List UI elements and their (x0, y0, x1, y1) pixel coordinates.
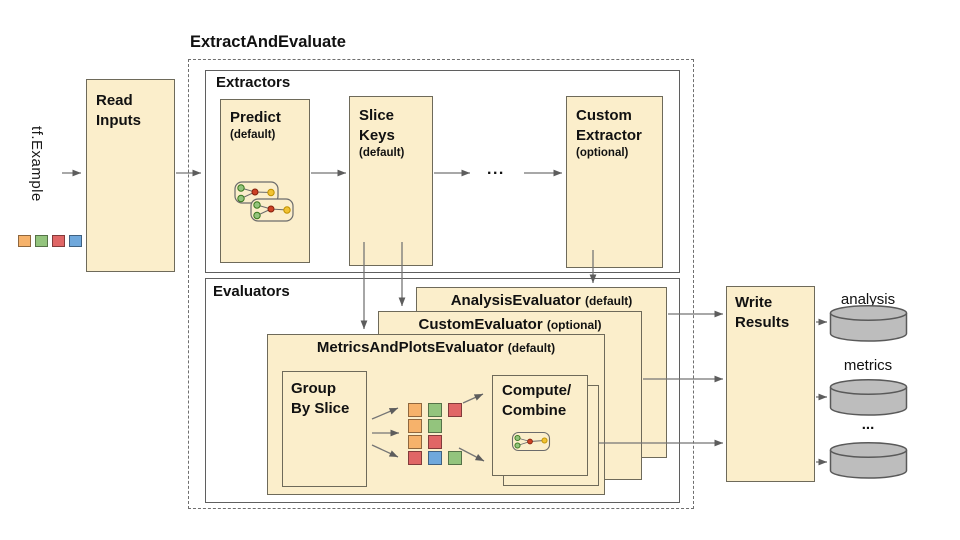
write-results-box: Write Results (726, 286, 815, 482)
custom-evaluator-qualifier: (optional) (546, 318, 602, 332)
more-output-cylinder (829, 442, 908, 479)
green-data-square (448, 451, 462, 465)
extractors-ellipsis: ... (487, 161, 505, 178)
analysis-output-cylinder (829, 305, 908, 342)
red-data-square (448, 403, 462, 417)
evaluators-title: Evaluators (213, 283, 290, 300)
predict-label: Predict (230, 109, 281, 126)
model-graph-icon (234, 181, 294, 222)
pipeline-title: ExtractAndEvaluate (190, 33, 346, 51)
write-results-label-1: Write (735, 294, 773, 311)
orange-data-square (18, 235, 31, 247)
compute-combine-box: Compute/ Combine (492, 375, 588, 476)
read-inputs-box: Read Inputs (86, 79, 175, 272)
group-by-slice-box: Group By Slice (282, 371, 367, 487)
evaluators-container (205, 278, 680, 503)
slice-row (408, 419, 468, 433)
green-data-square (428, 403, 442, 417)
metrics-output-label: metrics (843, 357, 893, 374)
predict-qualifier: (default) (230, 129, 276, 141)
green-data-square (428, 419, 442, 433)
read-inputs-label-1: Read (96, 92, 133, 109)
analysis-evaluator-qualifier: (default) (584, 294, 633, 308)
analysis-evaluator-label: AnalysisEvaluator (450, 292, 581, 309)
write-results-label-2: Results (735, 314, 790, 331)
extractors-title: Extractors (216, 74, 291, 91)
metrics-and-plots-evaluator-qualifier: (default) (507, 341, 556, 355)
slice-row (408, 435, 468, 449)
slice-row (408, 403, 468, 417)
custom-extractor-label-1: Custom (576, 107, 632, 124)
compute-combine-label-1: Compute/ (502, 382, 572, 399)
group-by-slice-label-1: Group (291, 380, 336, 397)
blue-data-square (428, 451, 442, 465)
slice-keys-extractor-box: Slice Keys (default) (349, 96, 433, 266)
combine-graph-icon (511, 431, 551, 452)
extract-and-evaluate-container (188, 59, 694, 509)
slice-row (408, 451, 468, 465)
green-data-square (35, 235, 48, 247)
slice-keys-qualifier: (default) (359, 147, 405, 159)
blue-data-square (69, 235, 82, 247)
red-data-square (52, 235, 65, 247)
red-data-square (428, 435, 442, 449)
analysis-output-label: analysis (840, 291, 896, 308)
more-outputs-ellipsis: ... (861, 416, 875, 433)
custom-extractor-box: Custom Extractor (optional) (566, 96, 663, 268)
orange-data-square (408, 419, 422, 433)
custom-evaluator-label: CustomEvaluator (418, 316, 543, 333)
red-data-square (408, 451, 422, 465)
slice-keys-label-2: Keys (359, 127, 395, 144)
sliced-data-squares (408, 403, 468, 467)
extractors-container (205, 70, 680, 273)
metrics-and-plots-evaluator-label: MetricsAndPlotsEvaluator (316, 339, 504, 356)
custom-extractor-label-2: Extractor (576, 127, 642, 144)
compute-combine-label-2: Combine (502, 402, 567, 419)
metrics-output-cylinder (829, 379, 908, 416)
custom-extractor-qualifier: (optional) (576, 147, 629, 159)
orange-data-square (408, 435, 422, 449)
input-data-squares (18, 235, 86, 247)
tf-example-label: tf.Example (28, 126, 45, 202)
orange-data-square (408, 403, 422, 417)
read-inputs-label-2: Inputs (96, 112, 141, 129)
predict-extractor-box: Predict (default) (220, 99, 310, 263)
slice-keys-label-1: Slice (359, 107, 395, 124)
group-by-slice-label-2: By Slice (291, 400, 350, 417)
